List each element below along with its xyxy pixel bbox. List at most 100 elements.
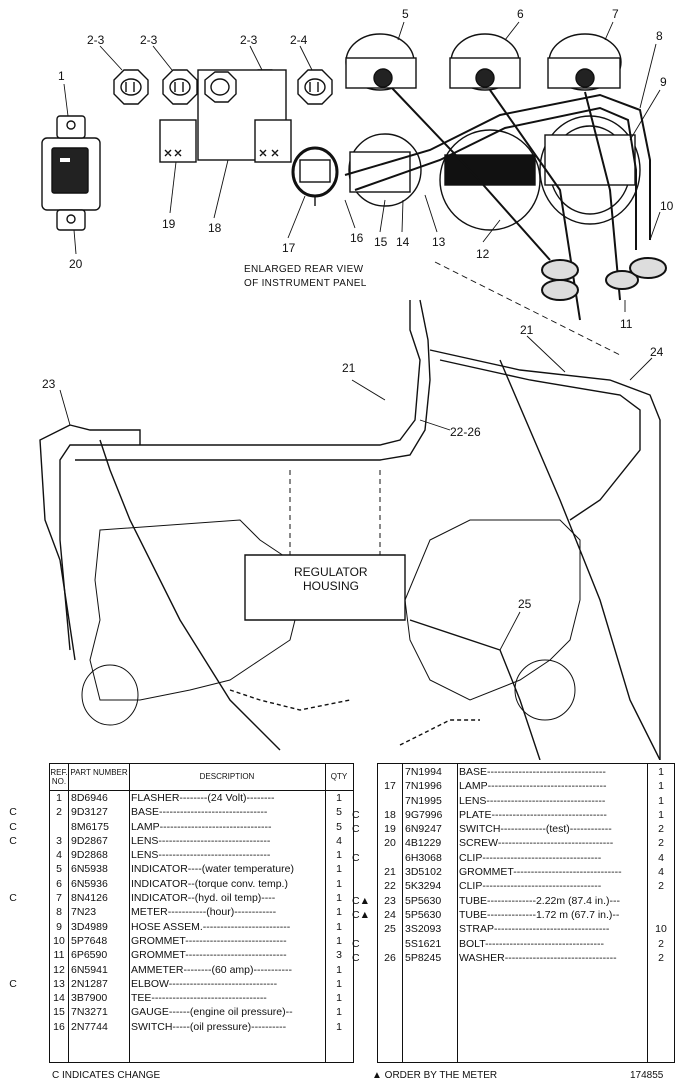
cell-qty: 4 xyxy=(658,851,664,864)
cell-qty: 1 xyxy=(336,963,342,976)
cell-desc: METER-----------(hour)------------ xyxy=(131,906,277,919)
cell-part: 6P6590 xyxy=(71,949,108,962)
parts-diagram: 1 2-3 2-3 2-3 2-4 5 6 7 8 9 10 11 12 13 … xyxy=(39,7,674,760)
cell-part: 7N3271 xyxy=(71,1006,108,1019)
cell-part: 9D3127 xyxy=(71,806,108,819)
callout: 25 xyxy=(518,597,532,611)
cell-ref: 19 xyxy=(384,823,396,836)
callout: 19 xyxy=(162,217,176,231)
cell-part: 5P7648 xyxy=(71,934,108,947)
table-row: 4 9D2868 LENS-----------------------------… xyxy=(50,848,353,862)
header-ref: REF. NO. xyxy=(50,768,68,786)
callout: 15 xyxy=(374,235,388,249)
cell-ref: 10 xyxy=(53,934,65,947)
cell-qty: 1 xyxy=(336,934,342,947)
cell-ref: 25 xyxy=(384,923,396,936)
callout: 2-3 xyxy=(87,33,105,47)
cell-part: 9D2867 xyxy=(71,834,108,847)
cell-change-mark: C xyxy=(9,977,17,990)
cell-qty: 10 xyxy=(655,923,667,936)
lower-gauges xyxy=(348,115,641,231)
cell-ref: 7 xyxy=(56,892,62,905)
cell-ref: 13 xyxy=(53,977,65,990)
cell-change-mark: C xyxy=(352,951,360,964)
cell-change-mark: C▲ xyxy=(352,894,370,907)
cell-desc: LENS-------------------------------- xyxy=(131,849,271,862)
cell-ref: 18 xyxy=(384,808,396,821)
cell-qty: 1 xyxy=(658,808,664,821)
cell-qty: 1 xyxy=(336,992,342,1005)
cell-ref: 24 xyxy=(384,908,396,921)
rear-lamp-drawing xyxy=(291,146,339,206)
cell-part: 5P8245 xyxy=(405,951,442,964)
cell-desc: BOLT---------------------------------- xyxy=(459,937,604,950)
cell-part: 3D5102 xyxy=(405,866,442,879)
header-part: PART NUMBER xyxy=(70,768,128,777)
cell-part: 6N9247 xyxy=(405,823,442,836)
cell-qty: 1 xyxy=(658,794,664,807)
cell-qty: 4 xyxy=(658,866,664,879)
cell-qty: 1 xyxy=(336,877,342,890)
view-caption: OF INSTRUMENT PANEL xyxy=(244,278,367,289)
cell-ref: 1 xyxy=(56,792,62,804)
header-description: DESCRIPTION xyxy=(199,772,255,781)
cell-part: 6N5938 xyxy=(71,863,108,876)
cell-part: 7N23 xyxy=(71,906,97,919)
callout: 12 xyxy=(476,247,490,261)
cell-ref: 9 xyxy=(56,920,62,933)
engine-outline xyxy=(81,470,581,726)
regulator-housing-label: HOUSING xyxy=(303,579,359,593)
cell-part: 6N5941 xyxy=(71,963,108,976)
cell-qty: 5 xyxy=(336,806,342,819)
cell-desc: BASE------------------------------- xyxy=(131,806,268,819)
cell-change-mark: C xyxy=(9,892,17,905)
cell-qty: 2 xyxy=(658,823,664,836)
cell-part: 4B1229 xyxy=(405,837,442,850)
callout-labels: 1 2-3 2-3 2-3 2-4 5 6 7 8 9 10 11 12 13 … xyxy=(42,7,674,611)
cell-ref: 6 xyxy=(56,877,62,890)
cell-ref: 23 xyxy=(384,894,396,907)
cell-desc: LENS-------------------------------- xyxy=(131,834,271,847)
cell-qty: 5 xyxy=(336,820,342,833)
footer-order-note: ▲ ORDER BY THE METER xyxy=(372,1070,498,1081)
callout: 21 xyxy=(342,361,356,375)
cell-desc: LENS---------------------------------- xyxy=(459,794,606,807)
cell-ref: 4 xyxy=(56,849,62,862)
cell-desc: TEE--------------------------------- xyxy=(131,992,267,1005)
callout: 11 xyxy=(620,317,633,331)
cell-part: 8D6946 xyxy=(71,792,108,804)
callout: 8 xyxy=(656,29,663,43)
cell-part: 5S1621 xyxy=(405,937,442,950)
cell-desc: LAMP-------------------------------- xyxy=(131,820,272,833)
cell-change-mark: C xyxy=(352,851,360,864)
cell-ref: 20 xyxy=(384,837,396,850)
cell-desc: GAUGE------(engine oil pressure)-- xyxy=(131,1006,293,1019)
cell-part: 9D2868 xyxy=(71,849,108,862)
callout: 16 xyxy=(350,231,364,245)
cell-part: 3D4989 xyxy=(71,920,108,933)
cell-qty: 1 xyxy=(658,780,664,793)
cell-desc: WASHER-------------------------------- xyxy=(459,951,617,964)
cell-part: 2N7744 xyxy=(71,1020,108,1033)
cell-change-mark: C xyxy=(9,834,17,847)
cell-part: 5P5630 xyxy=(405,908,442,921)
switch-plate-drawing xyxy=(159,69,292,163)
callout: 20 xyxy=(69,257,83,271)
cell-qty: 2 xyxy=(658,937,664,950)
cell-qty: 1 xyxy=(336,892,342,905)
cell-desc: SWITCH-------------(test)------------ xyxy=(459,823,612,836)
cell-qty: 1 xyxy=(336,1020,342,1033)
cell-desc: BASE---------------------------------- xyxy=(459,766,606,778)
